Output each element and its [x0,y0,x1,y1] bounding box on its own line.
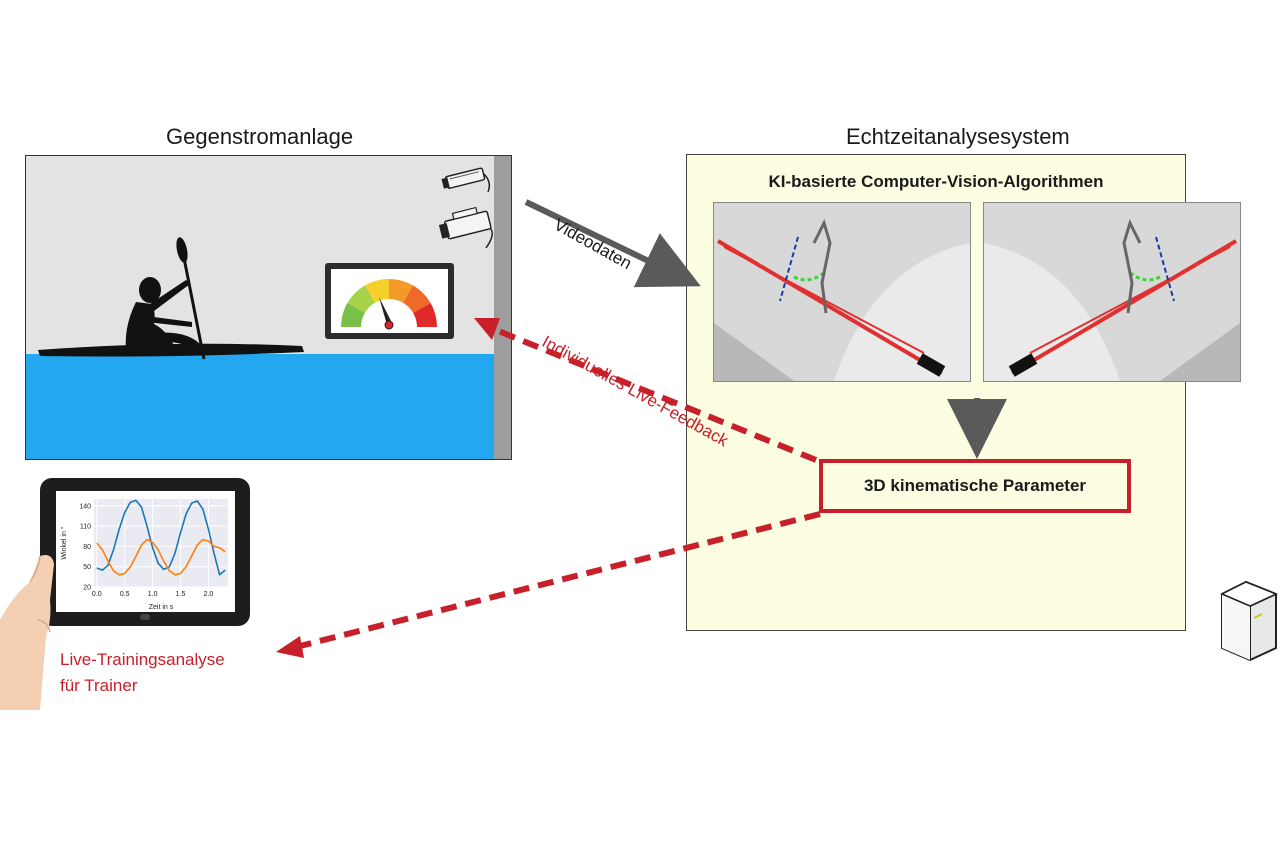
hand-icon [0,555,54,710]
chart-series-line-1 [96,538,226,576]
chart-y-tick: 80 [83,544,91,551]
chart-y-tick: 50 [83,564,91,571]
video-frames [713,202,1241,382]
camera-icon [438,167,493,249]
chart-x-tick: 2.0 [204,591,214,598]
tablet-screen: 140 110 80 50 20 0.0 0.5 1.0 1.5 2.0 Winkel in °… [56,491,235,612]
chart-series-line-0 [96,499,226,576]
chart-x-label: Zeit in s [149,604,174,611]
chart-y-label: Winkel in ° [60,526,68,559]
trainer-arrow-head [276,636,304,658]
tablet-icon: 140 110 80 50 20 0.0 0.5 1.0 1.5 2.0 Winkel in °… [40,478,250,626]
chart-x-tick: 0.0 [92,591,102,598]
water [26,354,511,459]
chart-x-tick: 1.0 [148,591,158,598]
feedback-arrow-head [474,318,500,340]
cv-algorithms-title: KI-basierte Computer-Vision-Algorithmen [768,172,1104,191]
trainer-label-line2: für Trainer [60,676,138,695]
computer-server-icon [1220,580,1278,662]
trainer-analysis-label: Live-Trainingsanalyse für Trainer [60,647,225,699]
feedback-arrow [494,327,818,463]
chart-x-tick: 0.5 [120,591,130,598]
training-chart: 140 110 80 50 20 0.0 0.5 1.0 1.5 2.0 Winkel in °… [60,499,228,611]
chart-y-tick: 140 [79,503,91,510]
kayak-athlete-icon [38,237,304,360]
chart-y-tick: 110 [80,524,91,531]
video-data-arrow [524,199,701,288]
video-frame-right [983,202,1241,382]
chart-x-tick: 1.5 [176,591,186,598]
trainer-arrow [299,511,821,649]
analysis-system-box: KI-basierte Computer-Vision-Algorithmen [686,154,1241,631]
pool-title: Gegenstromanlage [166,124,354,149]
chart-y-tick: 20 [83,585,91,592]
feedback-monitor [325,263,454,339]
tablet-home-button [140,614,150,620]
kinematic-parameters-box: 3D kinematische Parameter [819,459,1131,513]
pool-wall [494,156,511,459]
analysis-system-title: Echtzeitanalysesystem [846,124,1070,149]
monitor-screen [331,269,448,333]
video-frame-left [713,202,971,382]
speedometer-gauge-icon [340,278,438,330]
trainer-label-line1: Live-Trainingsanalyse [60,650,225,669]
